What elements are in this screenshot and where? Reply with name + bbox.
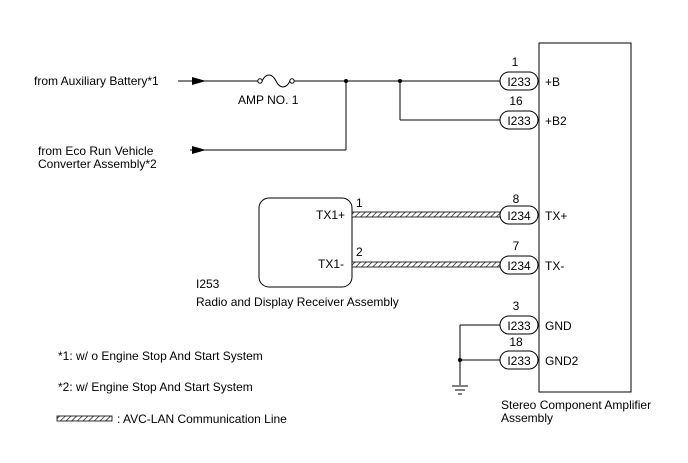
amplifier-box bbox=[538, 42, 632, 393]
radio-box bbox=[258, 197, 353, 288]
legend-avc-lan-label: : AVC-LAN Communication Line bbox=[117, 412, 287, 426]
radio-pin-1-number: 1 bbox=[356, 196, 363, 210]
source-eco-run-line1: from Eco Run Vehicle bbox=[38, 144, 154, 158]
radio-pin-2-number: 2 bbox=[356, 245, 363, 259]
amp-pin-1-connector bbox=[499, 71, 539, 91]
radio-code: I253 bbox=[196, 277, 220, 291]
note-1: *1: w/ o Engine Stop And Start System bbox=[58, 349, 263, 363]
ground-icon bbox=[452, 385, 468, 395]
amp-pin-3-connector-code: I233 bbox=[507, 319, 531, 333]
avc-lan-line-tx-minus bbox=[351, 261, 501, 268]
source-aux-battery: from Auxiliary Battery*1 bbox=[34, 74, 159, 88]
amp-pin-16-label: +B2 bbox=[545, 114, 567, 128]
amp-pin-3-number: 3 bbox=[513, 299, 520, 313]
radio-name: Radio and Display Receiver Assembly bbox=[196, 295, 399, 309]
amp-pin-18-label: GND2 bbox=[545, 354, 579, 368]
amp-pin-8-connector bbox=[499, 205, 539, 225]
amp-pin-8-connector-code: I234 bbox=[507, 209, 531, 223]
amp-pin-8-number: 8 bbox=[513, 192, 520, 206]
amplifier-name-line2: Assembly bbox=[501, 411, 553, 425]
amp-pin-7-connector bbox=[499, 255, 539, 275]
avc-lan-line-tx-plus bbox=[351, 211, 501, 218]
fuse-label: AMP NO. 1 bbox=[238, 93, 299, 107]
radio-pin-tx1-plus-label: TX1+ bbox=[316, 208, 345, 222]
amp-pin-16-number: 16 bbox=[509, 94, 523, 108]
source-eco-run-line2: Converter Assembly*2 bbox=[38, 157, 157, 171]
amp-pin-16-connector-code: I233 bbox=[507, 114, 531, 128]
amp-pin-7-number: 7 bbox=[513, 239, 520, 253]
amp-pin-1-connector-code: I233 bbox=[507, 75, 531, 89]
amp-pin-7-label: TX- bbox=[545, 259, 564, 273]
amplifier-name-line1: Stereo Component Amplifier bbox=[501, 398, 651, 412]
amp-pin-18-number: 18 bbox=[509, 335, 523, 349]
amp-pin-8-label: TX+ bbox=[545, 209, 567, 223]
fuse-symbol bbox=[257, 74, 295, 88]
amp-pin-1-label: +B bbox=[545, 75, 560, 89]
amp-pin-7-connector-code: I234 bbox=[507, 259, 531, 273]
legend-avc-lan-swatch bbox=[56, 415, 113, 422]
arrow-aux-battery bbox=[192, 77, 206, 85]
amp-pin-3-label: GND bbox=[545, 319, 572, 333]
amp-pin-1-number: 1 bbox=[512, 55, 519, 69]
junction-gnd bbox=[458, 358, 462, 362]
radio-pin-tx1-minus-label: TX1- bbox=[318, 257, 344, 271]
amp-pin-16-connector bbox=[499, 110, 539, 130]
arrow-eco-run bbox=[192, 146, 206, 154]
note-2: *2: w/ Engine Stop And Start System bbox=[58, 380, 253, 394]
amp-pin-18-connector-code: I233 bbox=[507, 354, 531, 368]
